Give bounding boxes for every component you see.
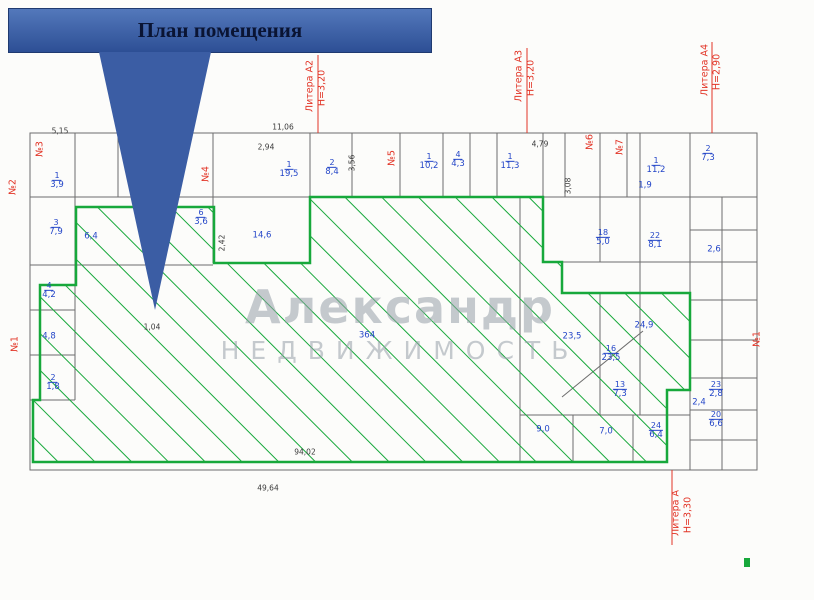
red-annotation: Н=3,30 bbox=[682, 496, 694, 534]
green-mark bbox=[744, 558, 750, 567]
dimension-label: 3,56 bbox=[347, 154, 357, 172]
red-annotation: №6 bbox=[584, 134, 596, 150]
red-annotation: №5 bbox=[386, 150, 398, 166]
dimension-label: 49,64 bbox=[257, 483, 279, 493]
room-label: 364 bbox=[358, 330, 376, 341]
dimension-label: 4,79 bbox=[531, 139, 549, 149]
red-annotation: Н=3,20 bbox=[316, 69, 328, 107]
red-annotation: №1 bbox=[751, 331, 763, 347]
red-annotation: №7 bbox=[614, 139, 626, 155]
room-label: 23,5 bbox=[562, 331, 582, 342]
room-label: 1,9 bbox=[638, 180, 652, 191]
red-annotation: Литера А4 bbox=[699, 43, 711, 97]
room-label: 9,0 bbox=[536, 424, 550, 435]
dimension-label: 2,94 bbox=[257, 142, 275, 152]
red-annotation: Литера А3 bbox=[513, 49, 525, 103]
dimension-label: 2,42 bbox=[217, 234, 227, 252]
red-annotation: Н=2,90 bbox=[711, 53, 723, 91]
room-label: 7,0 bbox=[599, 426, 613, 437]
red-annotation: Литера А2 bbox=[304, 59, 316, 113]
red-annotation: №2 bbox=[7, 179, 19, 195]
dimension-label: 1,04 bbox=[143, 322, 161, 332]
dimension-label: 3,08 bbox=[563, 177, 573, 195]
dimension-label: 5,15 bbox=[51, 126, 69, 136]
title-banner: План помещения bbox=[8, 8, 432, 53]
red-annotation: Н=3,20 bbox=[525, 59, 537, 97]
page-title: План помещения bbox=[137, 18, 303, 42]
room-label: 14,6 bbox=[252, 230, 272, 241]
red-reference-lines bbox=[317, 42, 713, 545]
red-annotation: №1 bbox=[9, 336, 21, 352]
room-label: 6,4 bbox=[84, 231, 98, 242]
red-annotation: Литера А bbox=[670, 489, 682, 537]
red-annotation: №3 bbox=[34, 141, 46, 157]
room-label: 2,6 bbox=[707, 244, 721, 255]
banner-pointer-arrow bbox=[99, 52, 211, 310]
room-label: 24,9 bbox=[634, 320, 654, 331]
dimension-label: 11,06 bbox=[272, 122, 294, 132]
dimension-label: 94,02 bbox=[294, 447, 316, 457]
room-label: 4,8 bbox=[42, 331, 56, 342]
room-label: 2,4 bbox=[692, 397, 706, 408]
